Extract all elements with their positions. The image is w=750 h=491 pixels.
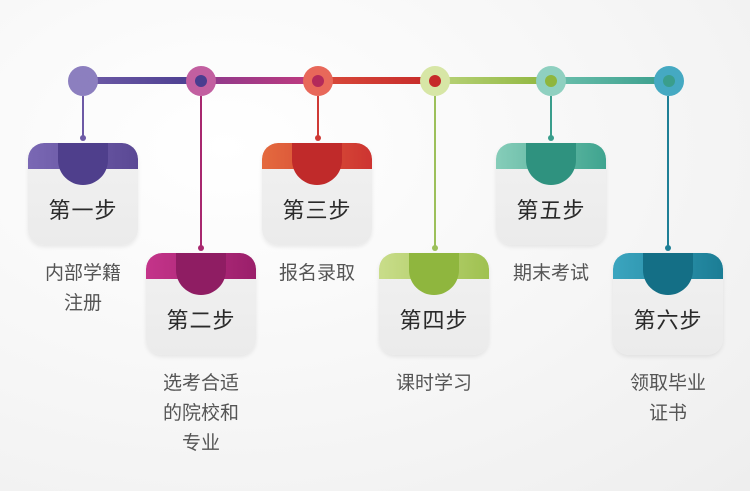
node-dot bbox=[429, 75, 441, 87]
connector-end-1 bbox=[80, 135, 86, 141]
desc-line: 领取毕业 bbox=[629, 372, 706, 394]
step-card-6: 第六步 bbox=[613, 253, 723, 355]
step-card-2: 第二步 bbox=[146, 253, 256, 355]
timeline-node-2 bbox=[186, 66, 216, 96]
step-desc-3: 报名录取 bbox=[252, 258, 382, 288]
connector-end-6 bbox=[665, 245, 671, 251]
timeline-node-5 bbox=[536, 66, 566, 96]
desc-line: 选考合适 bbox=[162, 372, 239, 394]
desc-line: 的院校和 bbox=[162, 402, 239, 424]
connector-end-3 bbox=[315, 135, 321, 141]
step-card-3: 第三步 bbox=[262, 143, 372, 245]
timeline-node-3 bbox=[303, 66, 333, 96]
step-title: 第二步 bbox=[166, 309, 236, 334]
connector-5 bbox=[550, 96, 552, 138]
timeline-segment-3 bbox=[318, 77, 434, 84]
step-card-5: 第五步 bbox=[496, 143, 606, 245]
desc-line: 报名录取 bbox=[278, 262, 355, 284]
timeline-segment-4 bbox=[434, 77, 550, 84]
timeline-node-4 bbox=[420, 66, 450, 96]
desc-line: 期末考试 bbox=[512, 262, 589, 284]
card-tab bbox=[58, 143, 108, 185]
card-tab bbox=[176, 253, 226, 295]
connector-3 bbox=[317, 96, 319, 138]
step-title: 第五步 bbox=[516, 199, 586, 224]
connector-4 bbox=[434, 96, 436, 248]
node-dot bbox=[195, 75, 207, 87]
desc-line: 内部学籍 bbox=[44, 262, 121, 284]
connector-end-4 bbox=[432, 245, 438, 251]
timeline-node-1 bbox=[68, 66, 98, 96]
step-title: 第一步 bbox=[48, 199, 118, 224]
step-title: 第六步 bbox=[633, 309, 703, 334]
step-desc-2: 选考合适 的院校和 专业 bbox=[136, 368, 266, 458]
connector-end-5 bbox=[548, 135, 554, 141]
connector-6 bbox=[667, 96, 669, 248]
desc-line: 证书 bbox=[648, 402, 687, 424]
step-title: 第四步 bbox=[399, 309, 469, 334]
connector-2 bbox=[200, 96, 202, 248]
node-dot bbox=[663, 75, 675, 87]
node-dot bbox=[545, 75, 557, 87]
step-desc-5: 期末考试 bbox=[486, 258, 616, 288]
step-desc-4: 课时学习 bbox=[369, 368, 499, 398]
step-card-4: 第四步 bbox=[379, 253, 489, 355]
connector-end-2 bbox=[198, 245, 204, 251]
timeline-segment-5 bbox=[550, 77, 668, 84]
step-title: 第三步 bbox=[282, 199, 352, 224]
node-dot bbox=[77, 75, 89, 87]
desc-line: 课时学习 bbox=[395, 372, 472, 394]
timeline-segment-1 bbox=[84, 77, 204, 84]
step-desc-1: 内部学籍 注册 bbox=[18, 258, 148, 318]
card-tab bbox=[292, 143, 342, 185]
node-dot bbox=[312, 75, 324, 87]
connector-1 bbox=[82, 96, 84, 138]
card-tab bbox=[526, 143, 576, 185]
desc-line: 专业 bbox=[181, 432, 220, 454]
desc-line: 注册 bbox=[63, 292, 102, 314]
step-card-1: 第一步 bbox=[28, 143, 138, 245]
card-tab bbox=[643, 253, 693, 295]
timeline-node-6 bbox=[654, 66, 684, 96]
card-tab bbox=[409, 253, 459, 295]
timeline-segment-2 bbox=[204, 77, 318, 84]
step-desc-6: 领取毕业 证书 bbox=[603, 368, 733, 428]
